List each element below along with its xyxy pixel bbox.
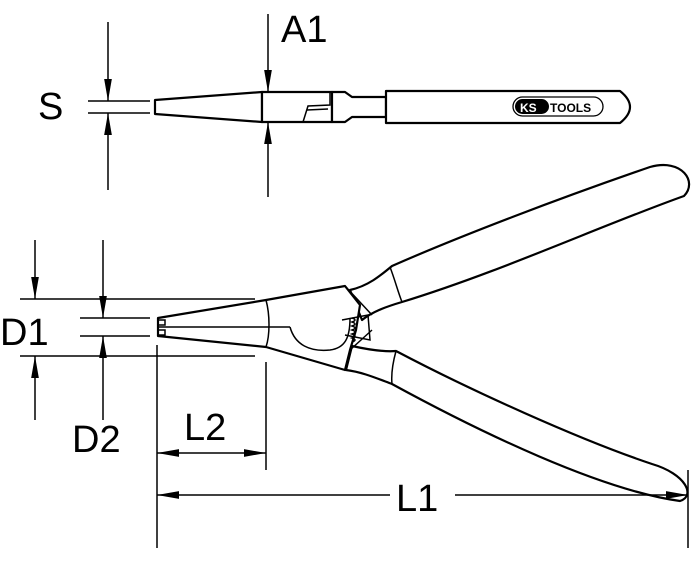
head-detail-2 <box>341 285 373 351</box>
head-detail <box>158 299 351 352</box>
ks-tools-logo: KS TOOLS <box>512 96 604 117</box>
label-d1: D1 <box>0 312 49 354</box>
logo-ks: KS <box>520 101 537 115</box>
label-a1: A1 <box>281 9 327 51</box>
pliers-top-view: KS TOOLS <box>153 89 632 125</box>
label-l2: L2 <box>184 407 226 449</box>
neck <box>330 90 388 124</box>
joint-line-2 <box>306 108 329 111</box>
upper-grip-edge <box>389 266 403 303</box>
dimension-a1: A1 <box>264 9 327 197</box>
pliers-side-view <box>156 164 691 503</box>
label-s: S <box>38 86 63 128</box>
lower-grip-edge <box>391 350 397 385</box>
label-d2: D2 <box>72 419 121 461</box>
dimension-d2: D2 <box>72 240 150 461</box>
label-l1: L1 <box>396 478 438 520</box>
dimension-s: S <box>38 22 150 190</box>
jaw-tip-top <box>153 90 264 124</box>
joint-line <box>302 92 331 123</box>
joint-block <box>260 90 334 124</box>
jaw-tips <box>158 319 166 336</box>
dimension-l2: L2 <box>156 345 267 548</box>
logo-tools: TOOLS <box>550 101 591 115</box>
lower-handle <box>344 344 689 503</box>
upper-handle <box>348 164 691 322</box>
spring-icon <box>349 317 356 343</box>
dimension-l1: L1 <box>157 470 689 548</box>
dimension-d1: D1 <box>0 240 255 420</box>
